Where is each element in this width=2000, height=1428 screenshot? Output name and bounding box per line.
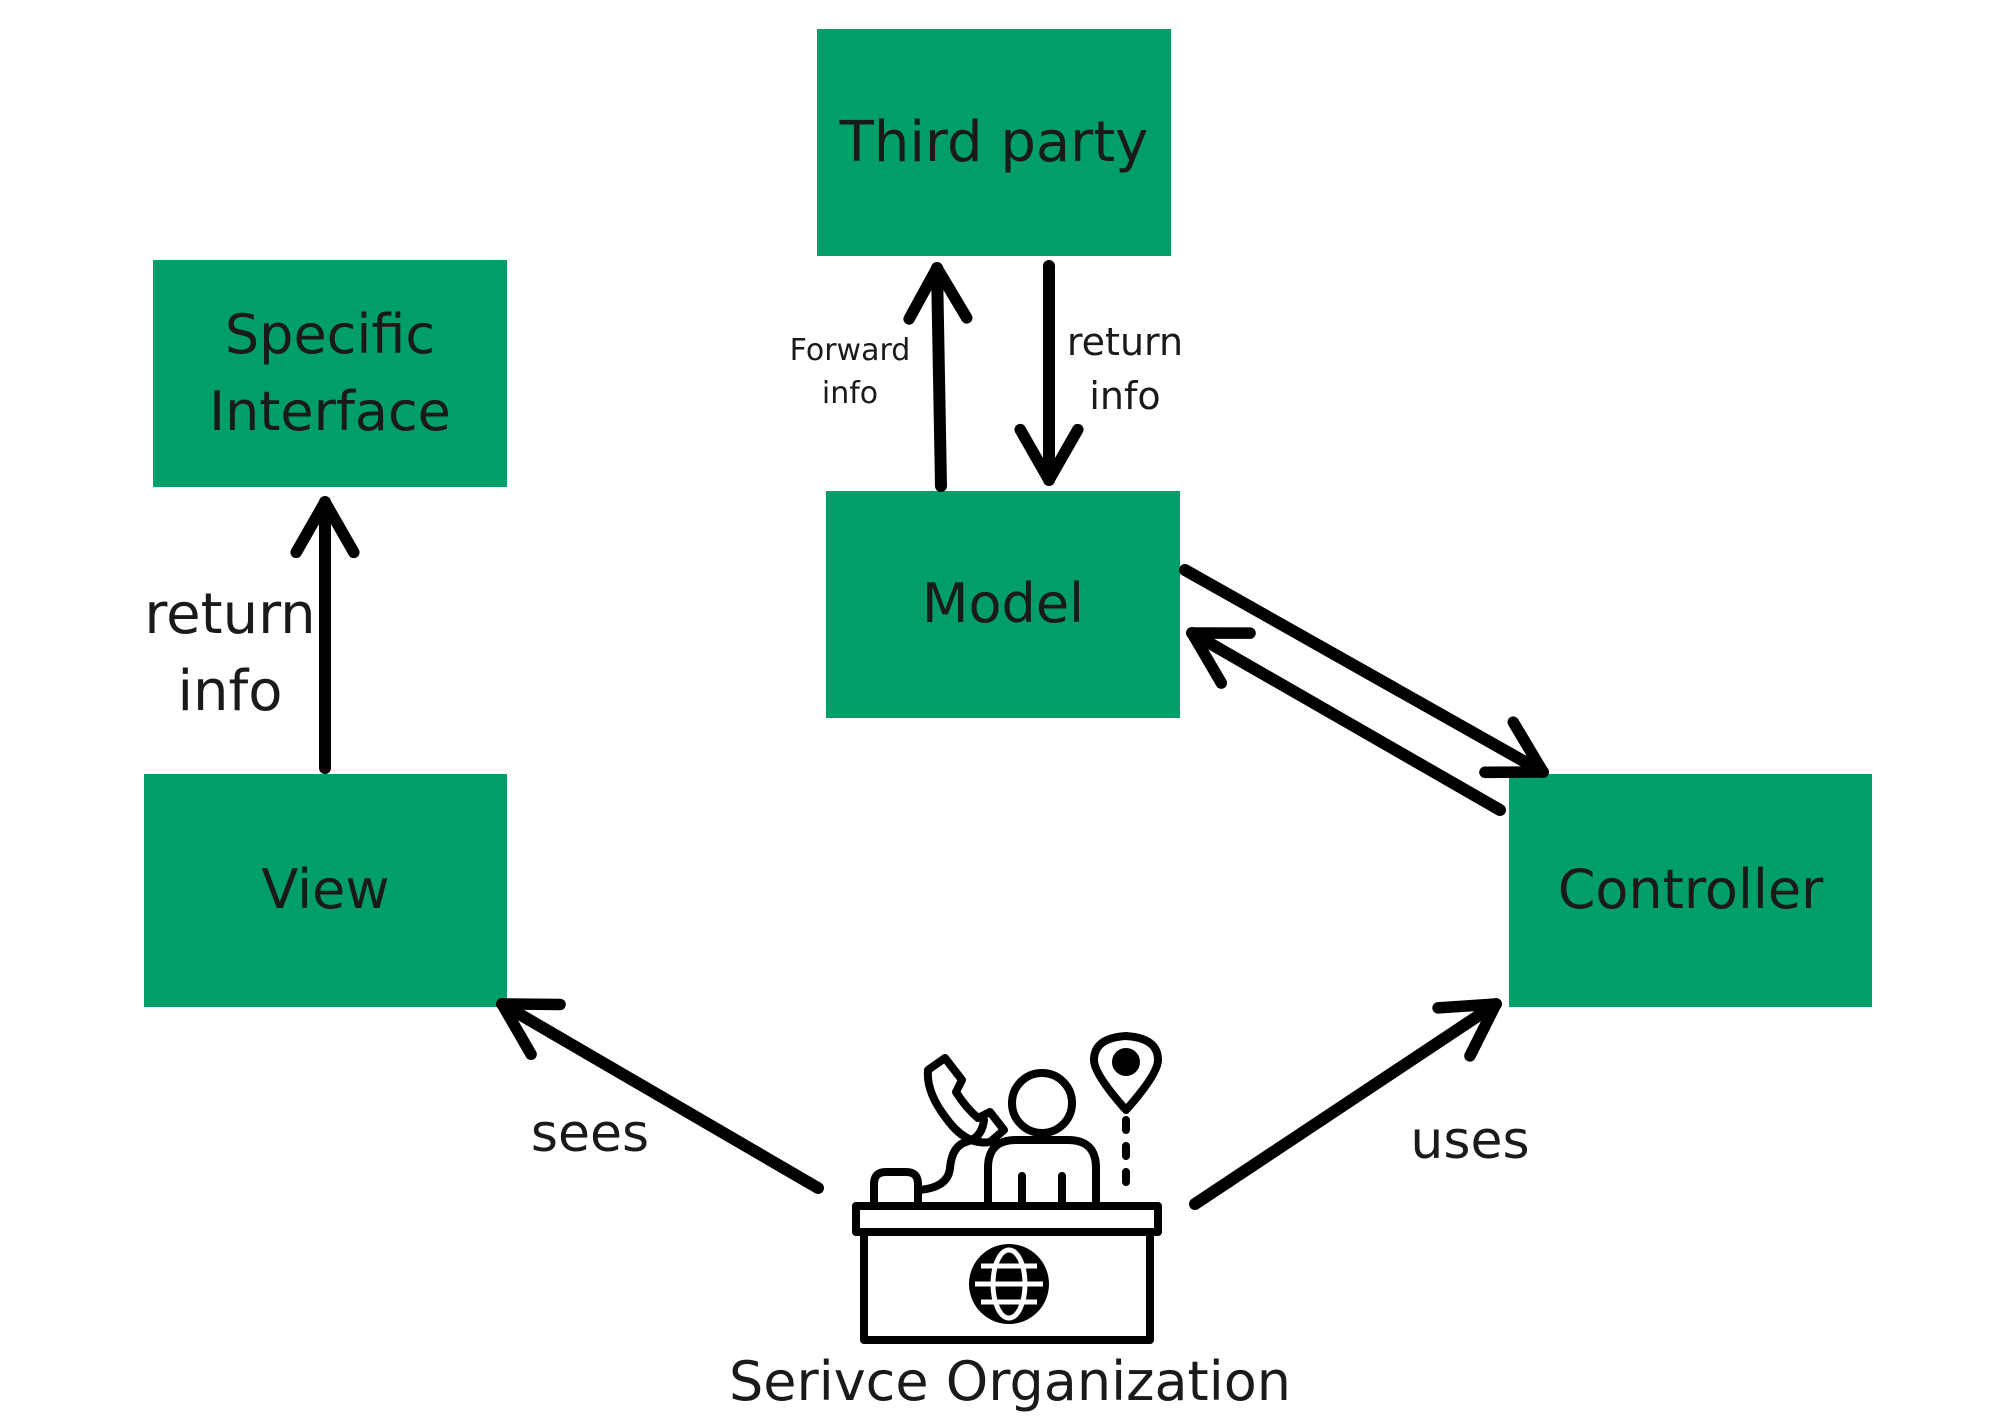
receptionist-desk-icon — [852, 1069, 1162, 1344]
model-node: Model — [826, 491, 1180, 718]
model-box — [826, 491, 1180, 718]
specific-interface-label: Specific Interface — [209, 302, 451, 443]
forward-info-label: Forward info — [789, 333, 911, 411]
telephone-icon — [923, 1054, 1008, 1147]
view-node: View — [144, 774, 507, 1007]
arrow-controller-to-model — [1186, 627, 1506, 816]
globe-icon — [969, 1244, 1049, 1324]
return-info-left-label: return info — [144, 582, 316, 725]
service-organization-label: Serivce Organization — [729, 1350, 1291, 1413]
uses-label: uses — [1410, 1111, 1530, 1171]
arrow-org-to-view — [496, 998, 824, 1194]
return-info-top-label: return info — [1066, 320, 1184, 418]
third-party-label: Third party — [839, 109, 1149, 175]
arrow-org-to-controller — [1189, 998, 1502, 1210]
third-party-node: Third party — [817, 29, 1171, 256]
view-label: View — [261, 858, 390, 922]
view-box — [144, 774, 507, 1007]
location-pin-icon — [1090, 1032, 1162, 1114]
arrow-model-to-third-party — [903, 262, 973, 492]
third-party-box — [817, 29, 1171, 256]
specific-interface-box — [153, 260, 507, 487]
model-label: Model — [921, 572, 1085, 636]
specific-interface-node: Specific Interface — [153, 260, 507, 487]
controller-box — [1509, 774, 1872, 1007]
controller-node: Controller — [1509, 774, 1872, 1007]
arrow-model-to-controller — [1179, 564, 1549, 779]
controller-label: Controller — [1557, 858, 1824, 922]
sees-label: sees — [530, 1104, 650, 1164]
